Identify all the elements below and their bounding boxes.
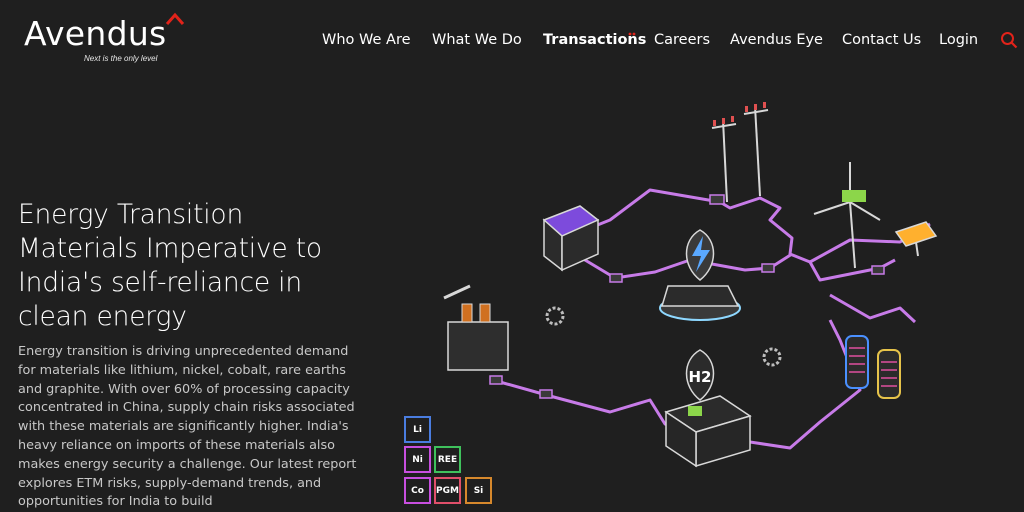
tile-symbol: Li	[413, 424, 422, 435]
element-tile-si: Si	[465, 477, 492, 504]
avendus-logo[interactable]: Avendus Next is the only level	[24, 12, 185, 63]
element-tile-pgm: PGM	[434, 477, 461, 504]
search-icon[interactable]	[1000, 31, 1018, 49]
tile-symbol: REE	[437, 454, 458, 465]
nav-transactions[interactable]: Transactions	[543, 32, 647, 48]
nav-who-we-are[interactable]: Who We Are	[322, 32, 411, 48]
hero-title: Energy Transition Materials Imperative t…	[18, 199, 322, 332]
element-tile-li: Li	[404, 416, 431, 443]
logo-wordmark: Avendus	[24, 14, 167, 53]
element-tile-ree: REE	[434, 446, 461, 473]
tile-symbol: PGM	[436, 485, 459, 496]
h2-label: H2	[689, 368, 712, 386]
logo-tagline: Next is the only level	[84, 54, 158, 63]
site-header: Avendus Next is the only level Who We Ar…	[0, 0, 1024, 80]
new-indicator-icon	[628, 32, 636, 36]
tile-symbol: Co	[411, 485, 424, 496]
element-tile-co: Co	[404, 477, 431, 504]
nav-what-we-do[interactable]: What We Do	[432, 32, 522, 48]
nav-contact-us[interactable]: Contact Us	[842, 32, 922, 48]
element-tile-ni: Ni	[404, 446, 431, 473]
tile-symbol: Si	[473, 485, 484, 496]
hero-body: Energy transition is driving unprecedent…	[18, 344, 357, 510]
tile-symbol: Ni	[412, 454, 423, 465]
energy-network-illustration: H2	[443, 102, 938, 468]
nav-careers[interactable]: Careers	[654, 32, 711, 48]
main-nav: Who We Are What We Do Transactions Caree…	[0, 32, 1024, 52]
caret-icon	[165, 12, 185, 25]
nav-avendus-eye[interactable]: Avendus Eye	[730, 32, 823, 48]
element-tiles: Li Ni REE Co PGM Si	[404, 416, 534, 512]
nav-login[interactable]: Login	[939, 32, 979, 48]
